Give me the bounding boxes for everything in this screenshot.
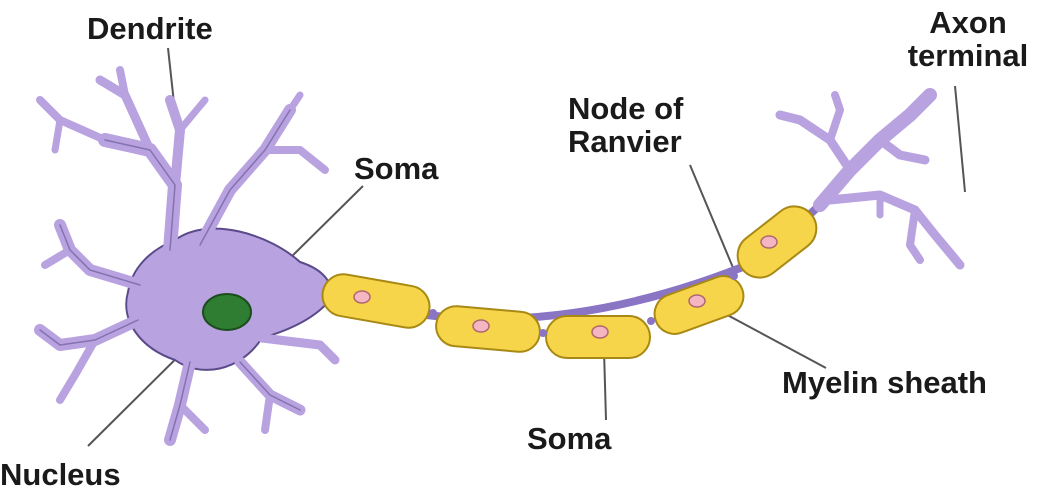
node-of-ranvier-leader-line — [690, 165, 734, 270]
soma-bottom-leader-line — [604, 350, 606, 420]
schwann-nucleus — [689, 295, 705, 307]
dendrite-branch — [120, 70, 125, 95]
node-of-ranvier — [429, 309, 437, 317]
axon-terminal-leader-line — [955, 86, 965, 192]
soma-top-leader-line — [282, 186, 363, 266]
axon-terminal-branch — [830, 95, 840, 140]
soma-top-label: Soma — [354, 152, 438, 185]
schwann-nucleus — [354, 291, 370, 303]
soma-bottom-label: Soma — [527, 422, 611, 455]
dendrite-branch — [290, 95, 300, 110]
node-of-ranvier-label-line2: Ranvier — [568, 125, 683, 158]
dendrite-branch — [170, 100, 180, 185]
axon-terminal-branch — [880, 140, 925, 160]
axon-terminal-label-line1: Axon — [893, 6, 1043, 39]
dendrite-branch — [262, 338, 335, 360]
dendrite-branch — [265, 395, 270, 430]
node-of-ranvier — [647, 317, 655, 325]
dendrite-branch — [60, 225, 140, 285]
node-of-ranvier-label: Node of Ranvier — [568, 92, 683, 158]
node-of-ranvier — [730, 272, 738, 280]
dendrite-branch — [105, 140, 175, 250]
dendrite-branch — [265, 150, 325, 170]
node-of-ranvier-label-line1: Node of — [568, 92, 683, 125]
nucleus-label: Nucleus — [0, 458, 121, 491]
myelin-sheath-label: Myelin sheath — [782, 366, 987, 399]
axon-terminal-label-line2: terminal — [893, 39, 1043, 72]
node-of-ranvier — [539, 329, 547, 337]
dendrite-branch — [45, 250, 70, 265]
dendrite-label: Dendrite — [87, 12, 213, 45]
axon-terminal-label: Axon terminal — [893, 6, 1043, 72]
nucleus-shape — [203, 294, 251, 330]
dendrite-branch — [55, 120, 60, 150]
schwann-nucleus — [473, 320, 489, 332]
axon-terminal-branch — [830, 195, 960, 265]
dendrite-branch — [40, 100, 105, 140]
myelin-sheath-segments — [319, 198, 825, 358]
schwann-nucleus — [761, 236, 777, 248]
myelin-segment — [319, 271, 433, 331]
dendrite-branch — [180, 100, 205, 130]
schwann-nucleus — [592, 326, 608, 338]
dendrite-branch — [180, 405, 205, 430]
